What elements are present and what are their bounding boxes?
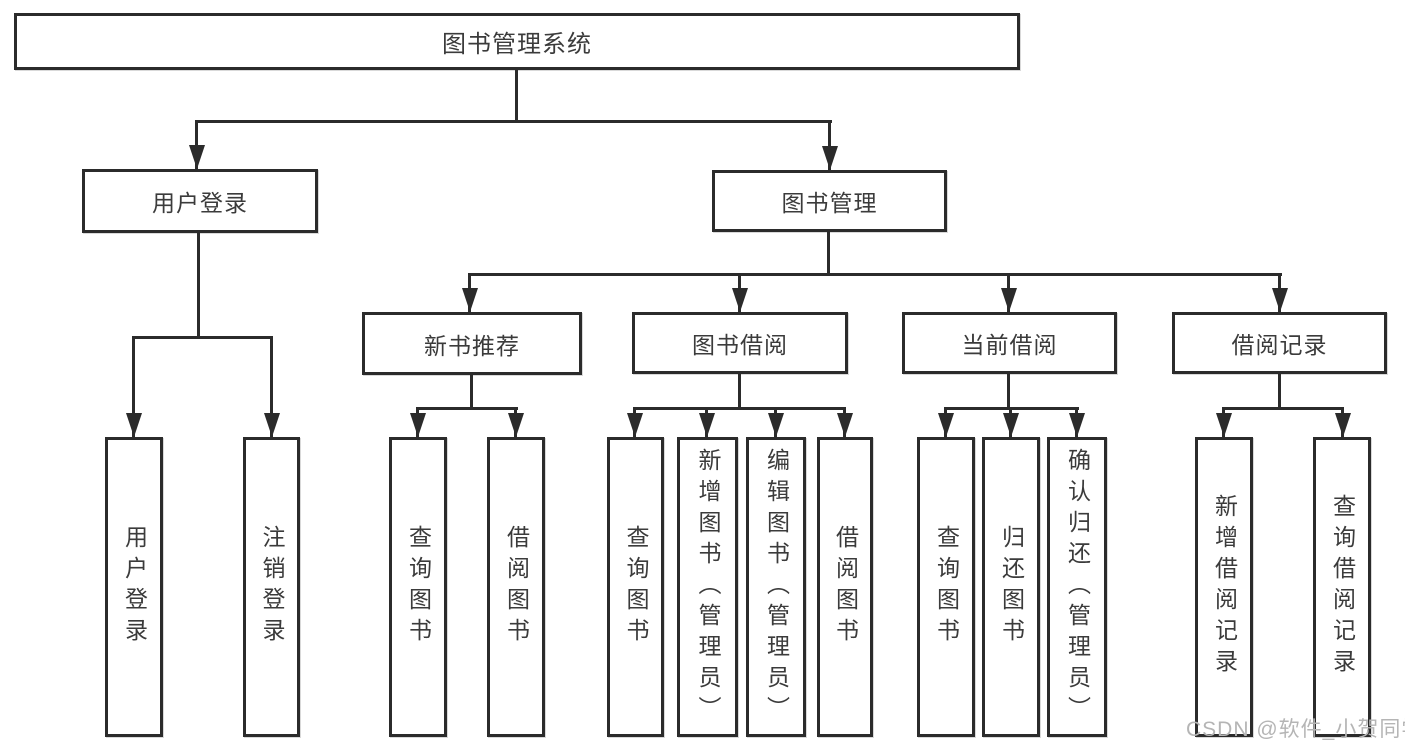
node-add-borrow-record: 新增借阅记录 bbox=[1195, 437, 1253, 737]
arrowhead-down-icon bbox=[837, 413, 853, 437]
node-current-query-book: 查询图书 bbox=[917, 437, 975, 737]
node-label: 借阅图书 bbox=[503, 525, 530, 649]
connector-line bbox=[827, 232, 830, 273]
node-label: 注销登录 bbox=[259, 525, 285, 649]
node-return-book: 归还图书 bbox=[982, 437, 1040, 737]
node-user-login: 用户登录 bbox=[82, 169, 318, 233]
arrowhead-down-icon bbox=[1272, 288, 1288, 312]
node-logout: 注销登录 bbox=[243, 437, 300, 737]
connector-line bbox=[195, 120, 198, 169]
connector-line bbox=[270, 336, 273, 437]
node-query-borrow-record: 查询借阅记录 bbox=[1313, 437, 1371, 737]
node-recommend-borrow-book: 借阅图书 bbox=[487, 437, 545, 737]
arrowhead-down-icon bbox=[699, 413, 715, 437]
arrowhead-down-icon bbox=[1335, 413, 1351, 437]
node-add-book-admin: 新增图书（管理员） bbox=[677, 437, 738, 737]
node-book-borrow: 图书借阅 bbox=[632, 312, 848, 374]
node-label: 用户登录 bbox=[121, 525, 148, 649]
node-borrow-record: 借阅记录 bbox=[1172, 312, 1387, 374]
node-label: 查询图书 bbox=[933, 525, 960, 649]
node-label: 新增图书（管理员） bbox=[695, 447, 721, 727]
connector-line bbox=[416, 407, 518, 410]
node-label: 查询图书 bbox=[623, 525, 649, 649]
node-label: 查询借阅记录 bbox=[1329, 494, 1356, 680]
node-label: 借阅图书 bbox=[832, 525, 859, 649]
node-label: 编辑图书（管理员） bbox=[763, 447, 790, 727]
connector-line bbox=[197, 233, 200, 336]
arrowhead-down-icon bbox=[1003, 413, 1019, 437]
node-user-login-leaf: 用户登录 bbox=[105, 437, 163, 737]
arrowhead-down-icon bbox=[627, 413, 643, 437]
arrowhead-down-icon bbox=[410, 413, 426, 437]
arrowhead-down-icon bbox=[732, 288, 748, 312]
connector-line bbox=[195, 120, 832, 123]
arrowhead-down-icon bbox=[508, 413, 524, 437]
node-edit-book-admin: 编辑图书（管理员） bbox=[746, 437, 806, 737]
arrowhead-down-icon bbox=[768, 413, 784, 437]
node-recommend-query-book: 查询图书 bbox=[389, 437, 447, 737]
node-confirm-return-admin: 确认归还（管理员） bbox=[1047, 437, 1107, 737]
arrowhead-down-icon bbox=[1216, 413, 1232, 437]
connector-line bbox=[132, 336, 135, 437]
node-borrow-borrow-book: 借阅图书 bbox=[817, 437, 873, 737]
arrowhead-down-icon bbox=[1069, 413, 1085, 437]
node-borrow-query-book: 查询图书 bbox=[607, 437, 664, 737]
connector-line bbox=[132, 336, 273, 339]
node-book-management: 图书管理 bbox=[712, 170, 947, 232]
node-label: 确认归还（管理员） bbox=[1064, 447, 1091, 727]
connector-line bbox=[515, 70, 518, 120]
connector-line bbox=[738, 374, 741, 407]
node-current-borrow: 当前借阅 bbox=[902, 312, 1117, 374]
arrowhead-down-icon bbox=[264, 413, 280, 437]
node-label: 查询图书 bbox=[405, 525, 432, 649]
arrowhead-down-icon bbox=[462, 288, 478, 312]
connector-line bbox=[1222, 407, 1344, 410]
connector-line bbox=[1007, 374, 1010, 407]
arrowhead-down-icon bbox=[189, 145, 205, 169]
arrowhead-down-icon bbox=[822, 146, 838, 170]
node-label: 新增借阅记录 bbox=[1211, 494, 1238, 680]
connector-line bbox=[1278, 374, 1281, 407]
node-new-book-recommend: 新书推荐 bbox=[362, 312, 582, 375]
connector-line bbox=[470, 375, 473, 407]
connector-line bbox=[828, 120, 831, 170]
arrowhead-down-icon bbox=[126, 413, 142, 437]
arrowhead-down-icon bbox=[938, 413, 954, 437]
arrowhead-down-icon bbox=[1001, 288, 1017, 312]
node-label: 归还图书 bbox=[998, 525, 1025, 649]
node-library-management-system: 图书管理系统 bbox=[14, 13, 1020, 70]
csdn-watermark: CSDN @软件_小贺同学 bbox=[1186, 718, 1405, 741]
connector-line bbox=[633, 407, 846, 410]
connector-line bbox=[468, 273, 1282, 276]
